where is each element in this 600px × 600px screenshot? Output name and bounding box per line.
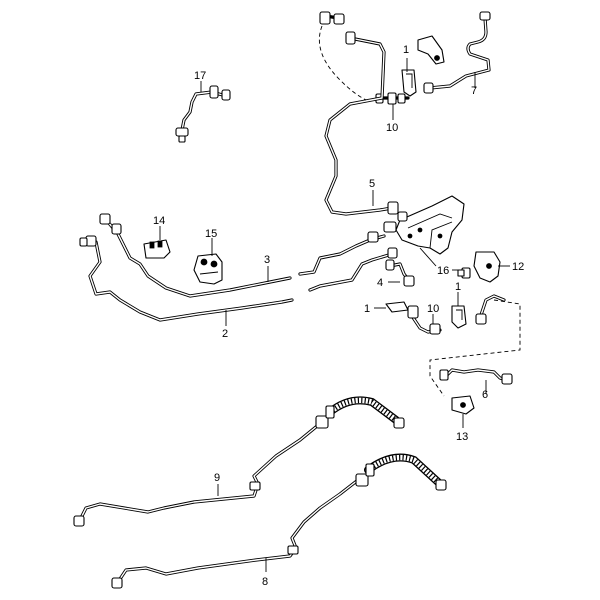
brake-line-5[interactable] <box>318 11 399 216</box>
bracket-12[interactable] <box>473 251 501 283</box>
label-1-middle: 1 <box>364 303 370 315</box>
label-4: 4 <box>377 277 383 289</box>
brake-line-7[interactable] <box>423 11 491 94</box>
part-labels: 1 7 17 10 5 14 15 3 2 4 16 12 1 1 10 6 1… <box>153 44 524 588</box>
label-2: 2 <box>222 328 228 340</box>
holder-14[interactable] <box>143 239 171 259</box>
label-9: 9 <box>214 472 220 484</box>
label-17: 17 <box>194 70 206 82</box>
brake-line-8[interactable] <box>111 453 447 589</box>
connector-10-top[interactable] <box>375 92 410 105</box>
connector-10-lower[interactable] <box>407 305 442 335</box>
label-15: 15 <box>205 228 217 240</box>
label-5: 5 <box>369 178 375 190</box>
label-16: 16 <box>437 265 449 277</box>
label-8: 8 <box>262 576 268 588</box>
label-3: 3 <box>264 254 270 266</box>
label-10-top: 10 <box>386 122 398 134</box>
clip-1-middle[interactable] <box>385 301 409 313</box>
brake-line-9[interactable] <box>73 396 405 527</box>
label-7: 7 <box>471 85 477 97</box>
holder-15[interactable] <box>193 253 223 285</box>
brake-line-6[interactable] <box>429 294 521 397</box>
label-6: 6 <box>482 389 488 401</box>
holder-13[interactable] <box>451 395 475 415</box>
label-10-lower: 10 <box>427 303 439 315</box>
leader-lines <box>159 58 510 572</box>
label-14: 14 <box>153 215 165 227</box>
brake-line-3[interactable] <box>99 213 386 298</box>
label-1-lower: 1 <box>455 281 461 293</box>
bracket-top-right[interactable] <box>417 35 445 65</box>
brake-line-2[interactable] <box>79 235 398 322</box>
clip-1-top[interactable] <box>401 69 417 97</box>
distribution-block[interactable] <box>383 195 465 255</box>
pipe-4[interactable] <box>385 259 415 287</box>
label-12: 12 <box>512 261 524 273</box>
pipe-17[interactable] <box>175 85 231 143</box>
clip-1-lower[interactable] <box>451 305 467 329</box>
label-1-top: 1 <box>403 44 409 56</box>
screw-16[interactable] <box>457 267 471 279</box>
label-13: 13 <box>456 431 468 443</box>
